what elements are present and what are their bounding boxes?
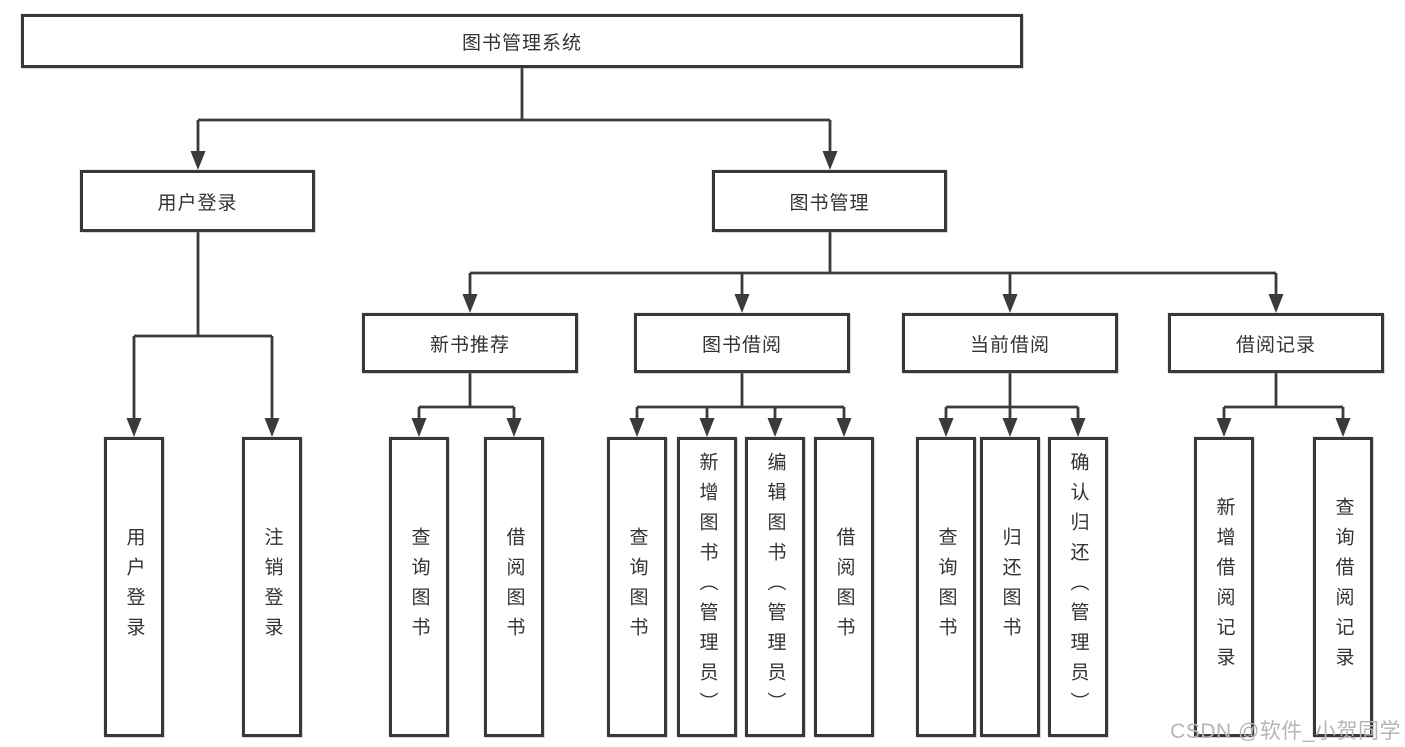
node-label: 当前借阅 [969,334,1050,356]
leaf-query-borrow-record: 查询借阅记录 [1313,437,1373,737]
node-label: 借阅记录 [1235,334,1316,356]
node-label: 注销登录 [261,527,283,647]
leaf-add-book-admin: 新增图书（管理员） [677,437,737,737]
node-book-borrowing: 图书借阅 [634,313,850,373]
node-label: 用户登录 [123,527,145,647]
node-new-book-recommendation: 新书推荐 [362,313,578,373]
node-label: 借阅图书 [833,527,855,647]
node-label: 图书管理系统 [461,32,582,54]
node-label: 查询图书 [935,527,957,647]
connector-lines [132,68,1345,420]
leaf-add-borrow-record: 新增借阅记录 [1194,437,1254,737]
leaf-logout: 注销登录 [242,437,302,737]
leaf-borrow-books-recommend: 借阅图书 [484,437,544,737]
node-label: 查询图书 [626,527,648,647]
node-label: 确认归还（管理员） [1067,452,1089,722]
arrowheads [126,151,1351,437]
node-root: 图书管理系统 [21,14,1023,68]
node-borrowing-records: 借阅记录 [1168,313,1384,373]
leaf-return-book: 归还图书 [980,437,1040,737]
node-label: 查询图书 [408,527,430,647]
leaf-borrow-books: 借阅图书 [814,437,874,737]
leaf-confirm-return-admin: 确认归还（管理员） [1048,437,1108,737]
node-label: 归还图书 [999,527,1021,647]
node-label: 图书借阅 [701,334,782,356]
leaf-query-books-recommend: 查询图书 [389,437,449,737]
leaf-query-books-borrow: 查询图书 [607,437,667,737]
node-label: 借阅图书 [503,527,525,647]
node-label: 新增图书（管理员） [696,452,718,722]
node-user-login: 用户登录 [80,170,315,232]
node-label: 图书管理 [789,192,870,214]
node-label: 查询借阅记录 [1332,497,1354,677]
node-label: 新增借阅记录 [1213,497,1235,677]
node-label: 用户登录 [157,192,238,214]
node-label: 编辑图书（管理员） [764,452,786,722]
node-label: 新书推荐 [429,334,510,356]
leaf-query-books-current: 查询图书 [916,437,976,737]
leaf-user-login: 用户登录 [104,437,164,737]
node-current-borrowing: 当前借阅 [902,313,1118,373]
leaf-edit-book-admin: 编辑图书（管理员） [745,437,805,737]
node-book-management: 图书管理 [712,170,947,232]
watermark: CSDN @软件_小贺同学 [1170,720,1401,743]
